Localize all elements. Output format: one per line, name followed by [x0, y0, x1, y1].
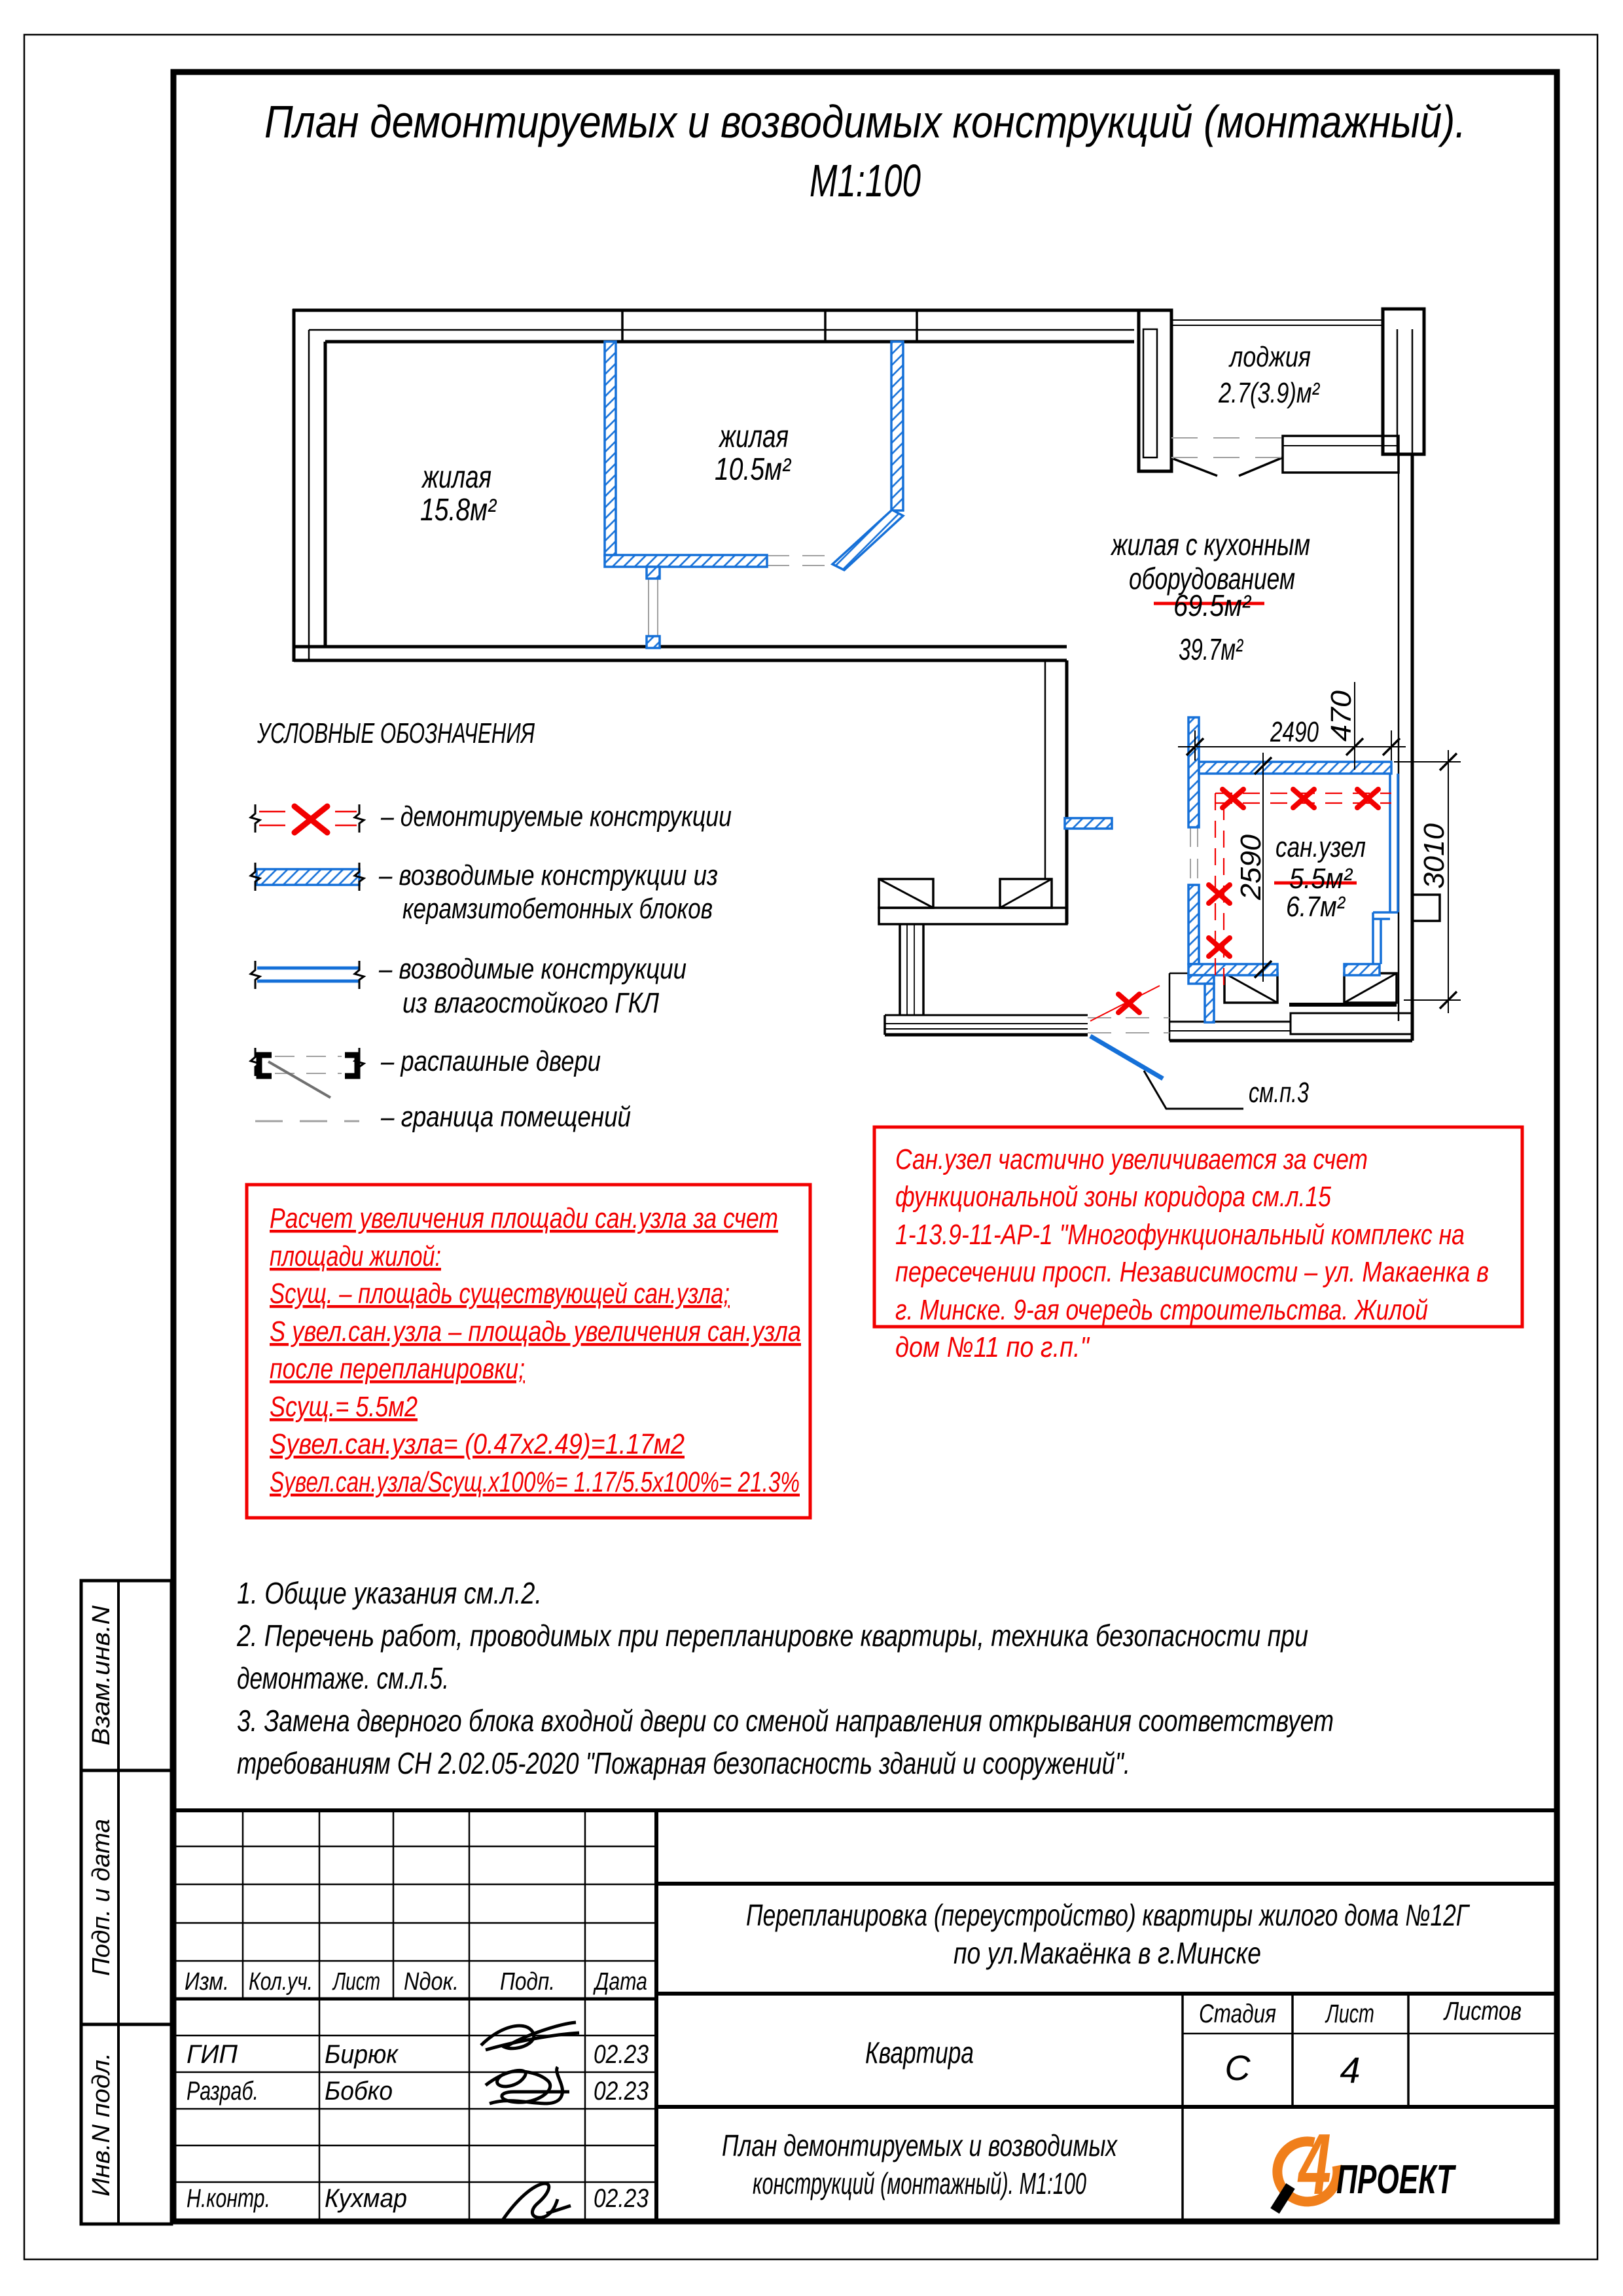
- plan-dimensions: 2490 470 2590 3010: [1178, 682, 1461, 1013]
- floor-plan-boundaries: [648, 437, 1283, 1033]
- legend-item1-label: – демонтируемые конструкции: [380, 800, 732, 833]
- sheet-title: План демонтируемых и возводимых конструк…: [264, 96, 1466, 206]
- stamp-row1-name: Бирюк: [325, 2040, 399, 2069]
- kitchen-area-old: 69.5м²: [1173, 588, 1251, 622]
- stamp-project-line1: Перепланировка (переустройство) квартиры…: [746, 1898, 1470, 1932]
- calc-line3: Sсущ. – площадь существующей сан.узла;: [270, 1278, 730, 1310]
- logo-text: ПРОЕКТ: [1336, 2157, 1457, 2202]
- stamp-sheets-label: Листов: [1443, 1997, 1522, 2026]
- stamp-col-koluch: Кол.уч.: [249, 1968, 313, 1996]
- stamp-row2-date: 02.23: [594, 2077, 649, 2106]
- note-line1: 1. Общие указания см.л.2.: [237, 1576, 542, 1610]
- legend-symbol-blocks: [248, 863, 366, 891]
- kitchen-area-new: 39.7м²: [1179, 632, 1243, 666]
- room1-area: 15.8м²: [420, 493, 497, 528]
- stamp-col-ndok: Nдок.: [404, 1968, 459, 1996]
- legend-symbol-doors: [248, 1048, 366, 1099]
- legend: УСЛОВНЫЕ ОБОЗНАЧЕНИЯ – демонтируемые кон…: [248, 717, 732, 1133]
- dim-3010: 3010: [1418, 823, 1450, 889]
- title-block: Изм. Кол.уч. Лист Nдок. Подп. Дата ГИП Б…: [171, 1808, 1557, 2221]
- notebox-line3: 1-13.9-11-АР-1 "Многофункциональный комп…: [895, 1219, 1465, 1251]
- side-label-bottom: Инв.N подл.: [88, 2053, 115, 2197]
- kitchen-name-line1: жилая с кухонным: [1110, 528, 1310, 562]
- loggia-name: лоджия: [1228, 341, 1311, 373]
- loggia-area: 2.7(3.9)м²: [1218, 377, 1320, 409]
- side-label-top: Взам.инв.N: [88, 1605, 115, 1746]
- legend-item2-label2: керамзитобетонных блоков: [402, 893, 713, 925]
- bath-area-old: 5.5м²: [1289, 863, 1353, 895]
- stamp-sheet-label: Лист: [1325, 2000, 1374, 2028]
- stamp-stage-value: С: [1225, 2049, 1251, 2088]
- calc-line7: Sувел.сан.узла= (0.47х2.49)=1.17м2: [270, 1428, 685, 1460]
- note-line2: 2. Перечень работ, проводимых при перепл…: [236, 1619, 1308, 1653]
- notebox-line1: Сан.узел частично увеличивается за счет: [895, 1143, 1368, 1175]
- stamp-col-izm: Изм.: [185, 1968, 229, 1996]
- note-line5: требованиям СН 2.02.05-2020 "Пожарная бе…: [237, 1746, 1130, 1780]
- legend-item3-label2: из влагостойкого ГКЛ: [402, 987, 660, 1019]
- see-note-label: см.п.3: [1249, 1077, 1309, 1109]
- legend-symbol-gkl: [248, 961, 366, 989]
- calc-line4: S увел.сан.узла – площадь увеличения сан…: [270, 1316, 801, 1348]
- notebox-line2: функциональной зоны коридора см.л.15: [895, 1181, 1331, 1213]
- bath-area-new: 6.7м²: [1286, 891, 1346, 923]
- kitchen-name-line2: оборудованием: [1129, 562, 1295, 596]
- calc-box: Расчет увеличения площади сан.узла за сч…: [245, 1183, 812, 1520]
- stamp-signatures: [480, 2020, 580, 2221]
- stamp-row1-role: ГИП: [187, 2040, 238, 2069]
- floor-plan-demolition: [1090, 601, 1391, 1022]
- room-labels: жилая 15.8м² жилая 10.5м² лоджия 2.7(3.9…: [420, 341, 1366, 1110]
- calc-line2: площади жилой:: [270, 1240, 441, 1272]
- bath-name: сан.узел: [1275, 831, 1366, 863]
- side-label-middle: Подп. и дата: [88, 1819, 115, 1976]
- stamp-row2-name: Бобко: [325, 2077, 393, 2106]
- stamp-row2-role: Разраб.: [187, 2077, 259, 2106]
- notes: 1. Общие указания см.л.2. 2. Перечень ра…: [236, 1576, 1334, 1780]
- sheet-title-line1: План демонтируемых и возводимых конструк…: [264, 96, 1466, 147]
- stamp-row3-date: 02.23: [594, 2184, 649, 2213]
- floor-plan-new-walls: [603, 340, 1399, 1081]
- stamp-drawing-line1: План демонтируемых и возводимых: [722, 2128, 1118, 2162]
- floor-plan-walls: [292, 307, 1441, 1043]
- logo-digit: 4: [1297, 2116, 1331, 2212]
- note-line3: демонтаже. см.л.5.: [237, 1661, 449, 1695]
- side-attribute-table: Взам.инв.N Подп. и дата Инв.N подл.: [79, 1579, 173, 2226]
- room1-name: жилая: [421, 460, 491, 495]
- notebox-line4: пересечении просп. Независимости – ул. М…: [895, 1256, 1489, 1288]
- room2-area: 10.5м²: [715, 452, 792, 487]
- calc-line6: Sсущ.= 5.5м2: [270, 1391, 418, 1423]
- legend-item4-label: – распашные двери: [380, 1045, 601, 1077]
- stamp-sheet-value: 4: [1340, 2049, 1360, 2090]
- sheet-title-line2: М1:100: [810, 155, 921, 206]
- legend-symbol-demolished: [248, 803, 366, 836]
- stamp-drawing-line2: конструкций (монтажный). М1:100: [753, 2166, 1086, 2200]
- calc-line8: Sувел.сан.узла/Sсущ.х100%= 1.17/5.5х100%…: [270, 1466, 800, 1498]
- note-line4: 3. Замена дверного блока входной двери с…: [237, 1704, 1334, 1738]
- note-box: Сан.узел частично увеличивается за счет …: [872, 1125, 1524, 1363]
- legend-item5-label: – граница помещений: [380, 1101, 631, 1133]
- stamp-row3-name: Кухмар: [325, 2184, 407, 2213]
- demolition-x-marks: [1116, 787, 1381, 1015]
- company-logo: 4 ПРОЕКТ: [1270, 2116, 1457, 2214]
- stamp-row1-date: 02.23: [594, 2040, 649, 2069]
- dim-2590: 2590: [1235, 834, 1267, 901]
- stamp-row3-role: Н.контр.: [187, 2184, 270, 2213]
- stamp-col-list: Лист: [332, 1968, 380, 1996]
- notebox-line6: дом №11 по г.п.": [895, 1331, 1090, 1363]
- stamp-project-line2: по ул.Макаёнка в г.Минске: [954, 1936, 1261, 1970]
- stamp-object-name: Квартира: [865, 2036, 974, 2070]
- dim-470: 470: [1325, 690, 1357, 742]
- notebox-line5: г. Минске. 9-ая очередь строительства. Ж…: [895, 1294, 1428, 1326]
- calc-line1: Расчет увеличения площади сан.узла за сч…: [270, 1202, 778, 1234]
- page-border: [23, 33, 1599, 2261]
- room2-name: жилая: [718, 420, 789, 454]
- dim-2490: 2490: [1270, 716, 1319, 748]
- legend-item3-label1: – возводимые конструкции: [378, 953, 687, 985]
- legend-title: УСЛОВНЫЕ ОБОЗНАЧЕНИЯ: [257, 717, 535, 749]
- calc-line5: после перепланировки;: [270, 1353, 525, 1385]
- stamp-col-podp: Подп.: [500, 1968, 555, 1996]
- stamp-stage-label: Стадия: [1199, 2000, 1276, 2028]
- stamp-col-data: Дата: [593, 1968, 647, 1996]
- legend-item2-label1: – возводимые конструкции из: [378, 859, 718, 891]
